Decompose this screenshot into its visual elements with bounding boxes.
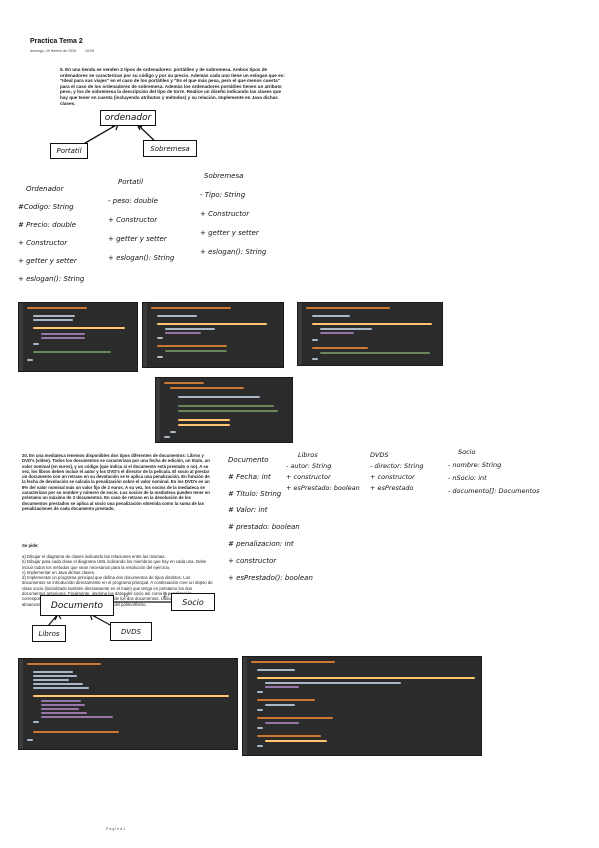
- note-line: - peso: double: [108, 197, 158, 205]
- note-line: + getter y setter: [18, 257, 77, 265]
- note-line: # Fecha: int: [228, 472, 271, 481]
- code-screenshot-ordenador: [18, 302, 138, 372]
- class-box-socio-label: Socio: [182, 597, 204, 607]
- notes-documento: Documento # Fecha: int # Titulo: String …: [228, 452, 313, 586]
- note-line: + esPrestado: boolean: [286, 484, 360, 492]
- class-box-ordenador-label: ordenador: [104, 113, 152, 123]
- class-box-ordenador: ordenador: [100, 110, 156, 126]
- notes-socio: Socio - nombre: String - nSocio: int - d…: [448, 446, 540, 498]
- note-line: - documento[]: Documentos: [448, 487, 540, 495]
- multiplicity-1: 1: [163, 592, 167, 599]
- note-line: + Constructor: [18, 239, 68, 247]
- class-box-documento: Documento: [40, 595, 114, 616]
- note-line: Ordenador: [26, 185, 64, 193]
- note-line: - autor: String: [286, 462, 332, 470]
- note-line: # prestado: boolean: [228, 523, 300, 532]
- note-line: + eslogan(): String: [200, 248, 267, 256]
- note-line: + getter y setter: [108, 235, 167, 243]
- note-line: # penalizacion: int: [228, 539, 294, 548]
- class-box-socio: Socio: [171, 593, 215, 611]
- code-screenshot-libros: [242, 656, 482, 756]
- ask-item: b) Dibujar para cada clase el diagrama U…: [22, 559, 207, 570]
- question-5: 5. En una tienda se venden 2 tipos de or…: [60, 67, 285, 106]
- asks-label: Se pide:: [22, 543, 39, 548]
- notes-libros: Libros - autor: String + constructor + e…: [286, 450, 360, 494]
- note-line: + constructor: [370, 473, 415, 481]
- note-line: #Codigo: String: [18, 203, 74, 211]
- class-box-portatil-label: Portatil: [56, 147, 82, 155]
- note-line: DVDS: [370, 451, 389, 459]
- code-screenshot-portatil: [142, 302, 284, 368]
- note-line: + Constructor: [108, 216, 158, 224]
- note-line: - Tipo: String: [200, 191, 246, 199]
- code-screenshot-documento: [18, 658, 238, 750]
- page-title: Practica Tema 2: [30, 38, 83, 45]
- note-line: + constructor: [286, 473, 331, 481]
- notes-dvds: DVDS - director: String + constructor + …: [370, 450, 423, 494]
- note-line: Documento: [228, 456, 269, 464]
- note-line: # Valor: int: [228, 506, 268, 515]
- class-box-portatil: Portatil: [50, 143, 88, 159]
- note-line: Socio: [458, 448, 476, 456]
- code-screenshot-main: [155, 377, 293, 443]
- page-date: domingo, 29 febrero de 2026: [30, 49, 77, 53]
- note-line: + constructor: [228, 556, 277, 565]
- note-line: + getter y setter: [200, 229, 259, 237]
- note-line: + esPrestado(): boolean: [228, 573, 313, 582]
- class-box-libros: Libros: [32, 625, 66, 642]
- note-line: - director: String: [370, 462, 424, 470]
- note-line: # Titulo: String: [228, 489, 282, 498]
- class-box-sobremesa: Sobremesa: [143, 140, 197, 157]
- note-line: - nSocio: int: [448, 474, 487, 482]
- class-box-sobremesa-label: Sobremesa: [150, 144, 190, 153]
- code-screenshot-sobremesa: [297, 302, 443, 366]
- multiplicity-n: n: [124, 592, 128, 599]
- class-box-dvds-label: DVDS: [120, 627, 141, 636]
- class-box-libros-label: Libros: [38, 629, 60, 638]
- note-line: Libros: [298, 451, 318, 459]
- note-line: + Constructor: [200, 210, 250, 218]
- page-time: 19:09: [85, 49, 94, 53]
- ask-item: a) Dibujar el diagrama de clases indican…: [22, 554, 166, 559]
- note-line: - nombre: String: [448, 461, 502, 469]
- note-line: # Precio: double: [18, 221, 77, 229]
- notes-sobremesa: Sobremesa - Tipo: String + Constructor +…: [200, 167, 266, 262]
- class-box-dvds: DVDS: [110, 622, 152, 641]
- note-line: + eslogan(): String: [18, 275, 85, 283]
- notes-portatil: Portatil - peso: double + Constructor + …: [108, 173, 174, 268]
- note-line: + esPrestado: [370, 484, 414, 492]
- note-line: Portatil: [118, 178, 144, 186]
- note-line: Sobremesa: [204, 172, 244, 180]
- note-line: + eslogan(): String: [108, 254, 175, 262]
- page-number: P á g i n a 1: [106, 827, 126, 831]
- ask-item: c) Implementar en Java dichas clases.: [22, 569, 96, 575]
- class-box-documento-label: Documento: [50, 600, 104, 611]
- notes-ordenador: Ordenador #Codigo: String # Precio: doub…: [18, 180, 84, 288]
- question-20: 20. En una mediateca tenemos disponibles…: [22, 453, 210, 511]
